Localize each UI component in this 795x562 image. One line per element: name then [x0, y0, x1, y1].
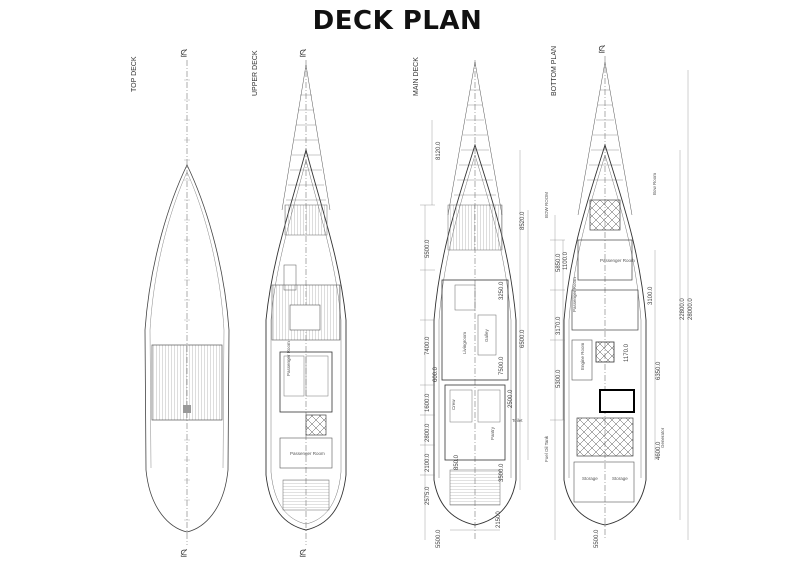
main-dim-left-3: 1600.0 [425, 393, 431, 412]
centerline-top-icon: ⊈ [598, 44, 606, 55]
deck-label-main: MAIN DECK [413, 57, 420, 96]
main-dim-right-1: 8520.0 [520, 211, 526, 230]
page-title: DECK PLAN [312, 6, 483, 36]
bottom-dim-right-2: 6350.0 [656, 361, 662, 380]
svg-text:Passenger Room: Passenger Room [290, 451, 325, 456]
svg-text:Generator: Generator [660, 427, 665, 448]
main-dim-mid-0: 850.0 [454, 454, 460, 470]
deck-label-bottom: BOTTOM PLAN [551, 46, 558, 96]
svg-text:Pantry: Pantry [490, 426, 495, 440]
svg-text:Passenger Room: Passenger Room [600, 258, 635, 263]
svg-text:Bow Room: Bow Room [652, 173, 657, 195]
main-deck-plan: MAIN DECK Livingroom Galley Pantry Crew … [413, 57, 529, 548]
svg-text:Galley: Galley [484, 328, 489, 342]
bottom-deck-plan: BOTTOM PLAN ⊈ Passenger Room Passenger R… [544, 44, 694, 548]
bottom-dim-left-0: 5850.0 [556, 253, 562, 272]
main-dim-right-5: 2500.0 [508, 389, 514, 408]
bottom-dim-left-2: 3170.0 [556, 316, 562, 335]
main-dim-left-2: 600.0 [433, 366, 439, 382]
bottom-dim-right-1: 1170.0 [624, 343, 630, 362]
centerline-bottom-icon: ⊈ [299, 548, 307, 559]
main-dim-left-1: 7400.0 [425, 336, 431, 355]
top-deck-plan: TOP DECK ⊈ ⊈ [131, 48, 230, 559]
main-dim-right-2: 3250.0 [499, 281, 505, 300]
main-dim-bottom-1: 21500 [496, 511, 502, 528]
bottom-dim-left-1: 1100.0 [563, 251, 569, 270]
upper-deck-plan: UPPER DECK ⊈ ⊈ Passenger Room Passenger … [252, 48, 347, 559]
main-dim-right-6: 3500.0 [499, 463, 505, 482]
svg-text:Engine Room: Engine Room [580, 342, 585, 370]
svg-text:Livingroom: Livingroom [462, 332, 467, 354]
svg-text:Passenger Room: Passenger Room [286, 341, 291, 376]
svg-text:Passenger Room: Passenger Room [572, 277, 577, 312]
main-dim-left-4: 2800.0 [425, 423, 431, 442]
svg-text:BOW ROOM: BOW ROOM [544, 192, 549, 218]
centerline-bottom-icon: ⊈ [180, 548, 188, 559]
main-dim-left-6: 2575.0 [425, 486, 431, 505]
bottom-dim-left-3: 5300.0 [556, 369, 562, 388]
main-dim-left-0: 5500.0 [425, 239, 431, 258]
bottom-dim-right-5: 28000.0 [688, 298, 694, 320]
centerline-top-icon: ⊈ [180, 48, 188, 59]
svg-text:Crew: Crew [451, 399, 456, 410]
bottom-dim-right-3: 4600.0 [656, 441, 662, 460]
svg-text:Storage: Storage [612, 476, 628, 481]
bottom-dim-right-0: 3100.0 [648, 286, 654, 305]
main-dim-left-5: 2100.0 [425, 453, 431, 472]
deck-label-top: TOP DECK [131, 56, 138, 92]
centerline-top-icon: ⊈ [299, 48, 307, 59]
bottom-dim-left-4: 5500.0 [594, 529, 600, 548]
main-dim-right-4: 7500.0 [499, 356, 505, 375]
deck-label-upper: UPPER DECK [252, 50, 259, 96]
svg-text:Fuel Oil Tank: Fuel Oil Tank [544, 435, 549, 462]
bottom-dim-right-4: 22800.0 [680, 298, 686, 320]
main-dim-bottom-0: 5500.0 [436, 529, 442, 548]
main-dim-right-3: 6500.0 [520, 329, 526, 348]
svg-text:Toilet: Toilet [512, 418, 523, 423]
main-dim-right-0: 8120.0 [436, 141, 442, 160]
svg-text:Storage: Storage [582, 476, 598, 481]
